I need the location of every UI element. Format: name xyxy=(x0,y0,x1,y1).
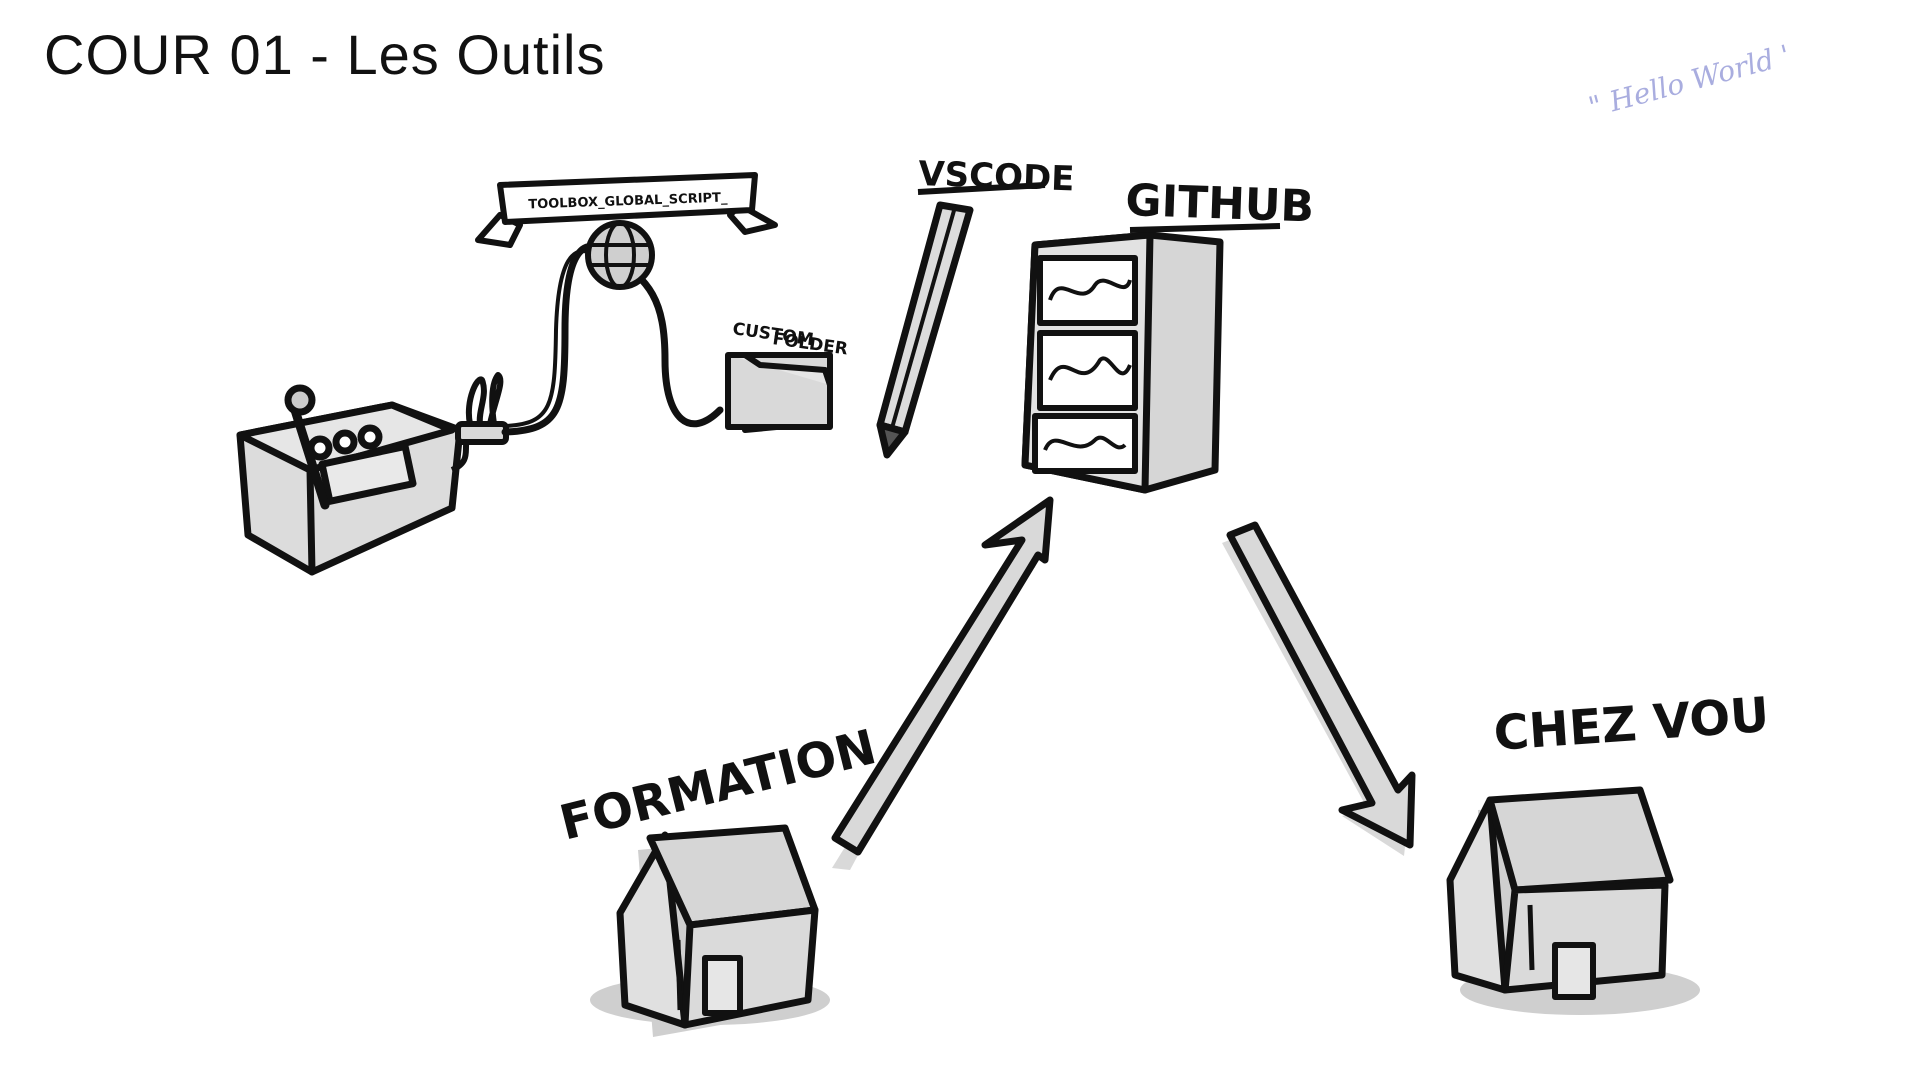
house-formation-icon xyxy=(590,824,830,1037)
github-underline xyxy=(1129,223,1281,233)
house-chez-vous-icon xyxy=(1446,786,1700,1015)
connector-icon xyxy=(455,372,509,445)
console-icon xyxy=(236,384,464,576)
github-label: GITHUB xyxy=(1125,175,1315,233)
chez-vous-label: CHEZ VOU xyxy=(1492,687,1771,762)
arrow-up-icon xyxy=(831,496,1054,870)
globe-icon xyxy=(585,220,655,290)
folder-icon xyxy=(725,352,833,433)
vscode-underline xyxy=(917,182,1046,195)
server-icon xyxy=(1021,231,1224,494)
arrow-down-icon xyxy=(1222,521,1416,856)
banner-label: TOOLBOX_GLOBAL_SCRIPT_ xyxy=(528,191,728,213)
banner-ribbon xyxy=(475,172,778,248)
page-title: COUR 01 - Les Outils xyxy=(44,23,606,86)
pencil-icon xyxy=(876,201,974,459)
